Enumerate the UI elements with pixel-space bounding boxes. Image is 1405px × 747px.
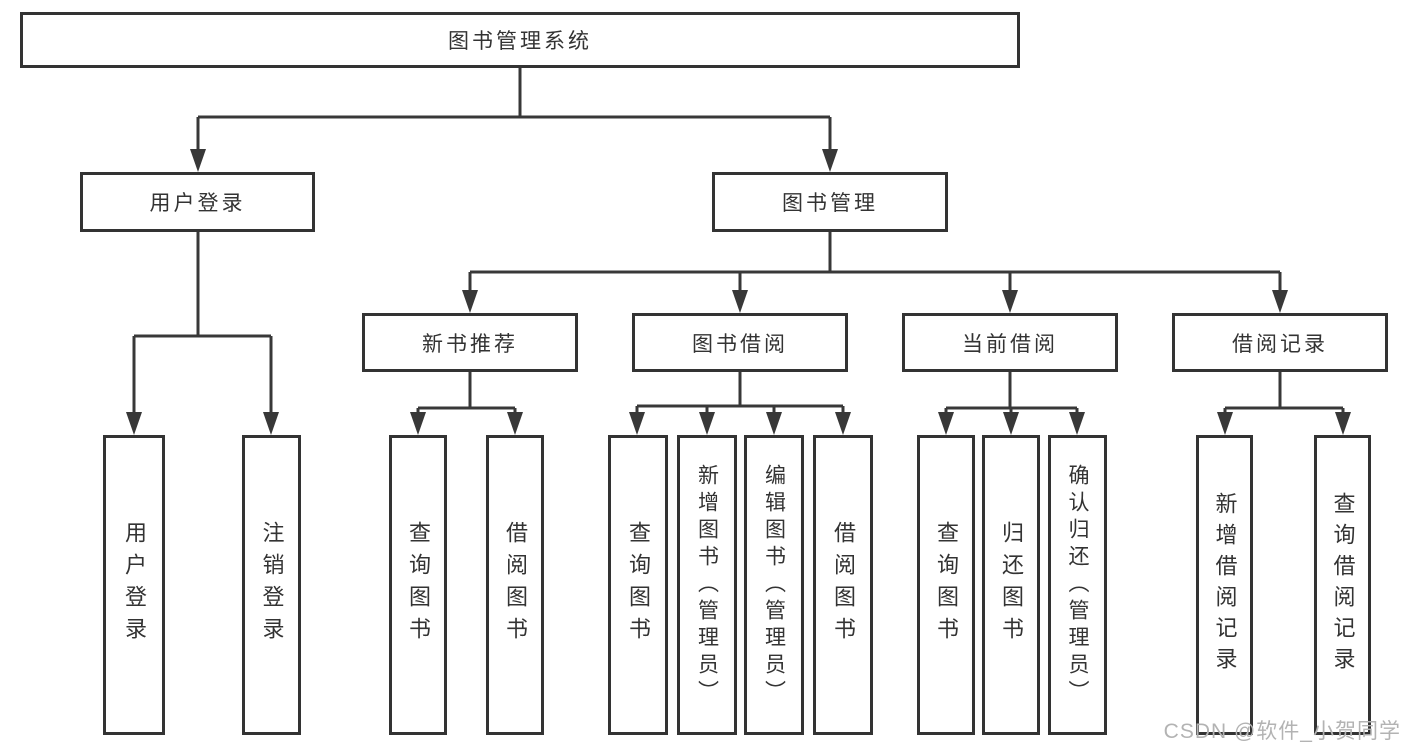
leaf-query-books-borrow: 查询图书 (608, 435, 668, 735)
leaf-edit-book-admin-label: 编辑图书（管理员） (762, 463, 786, 707)
node-new-book-recommend-label: 新书推荐 (422, 332, 518, 356)
leaf-query-borrow-record-label: 查询借阅记录 (1330, 492, 1356, 678)
node-book-management-label: 图书管理 (782, 192, 878, 215)
leaf-add-book-admin-label: 新增图书（管理员） (695, 463, 719, 707)
node-current-borrow-label: 当前借阅 (962, 332, 1058, 356)
node-borrow-records-label: 借阅记录 (1232, 332, 1328, 356)
leaf-borrow-books-label: 借阅图书 (831, 521, 856, 649)
leaf-return-book: 归还图书 (982, 435, 1040, 735)
leaf-query-borrow-record: 查询借阅记录 (1314, 435, 1371, 735)
leaf-borrow-books-recommend-label: 借阅图书 (503, 521, 528, 649)
node-book-borrow-label: 图书借阅 (692, 332, 788, 356)
leaf-return-book-label: 归还图书 (999, 521, 1024, 649)
leaf-add-borrow-record: 新增借阅记录 (1196, 435, 1253, 735)
node-book-borrow: 图书借阅 (632, 313, 848, 372)
csdn-watermark: CSDN @软件_小贺同学 (1163, 720, 1401, 743)
node-current-borrow: 当前借阅 (902, 313, 1118, 372)
leaf-confirm-return-admin-label: 确认归还（管理员） (1066, 463, 1089, 707)
leaf-query-books-borrow-label: 查询图书 (626, 521, 651, 649)
leaf-edit-book-admin: 编辑图书（管理员） (744, 435, 804, 735)
leaf-query-books-current: 查询图书 (917, 435, 975, 735)
node-borrow-records: 借阅记录 (1172, 313, 1388, 372)
leaf-confirm-return-admin: 确认归还（管理员） (1048, 435, 1107, 735)
leaf-user-login: 用户登录 (103, 435, 165, 735)
leaf-add-borrow-record-label: 新增借阅记录 (1212, 492, 1238, 678)
leaf-borrow-books-recommend: 借阅图书 (486, 435, 544, 735)
leaf-logout-label: 注销登录 (259, 521, 285, 649)
leaf-add-book-admin: 新增图书（管理员） (677, 435, 737, 735)
leaf-logout: 注销登录 (242, 435, 301, 735)
node-user-login: 用户登录 (80, 172, 315, 232)
leaf-borrow-books: 借阅图书 (813, 435, 873, 735)
leaf-user-login-label: 用户登录 (122, 521, 147, 649)
leaf-query-books-recommend-label: 查询图书 (406, 521, 431, 649)
leaf-query-books-recommend: 查询图书 (389, 435, 447, 735)
leaf-query-books-current-label: 查询图书 (934, 521, 959, 649)
node-root: 图书管理系统 (20, 12, 1020, 68)
node-root-label: 图书管理系统 (448, 30, 592, 53)
node-book-management: 图书管理 (712, 172, 948, 232)
node-new-book-recommend: 新书推荐 (362, 313, 578, 372)
node-user-login-label: 用户登录 (149, 192, 246, 215)
